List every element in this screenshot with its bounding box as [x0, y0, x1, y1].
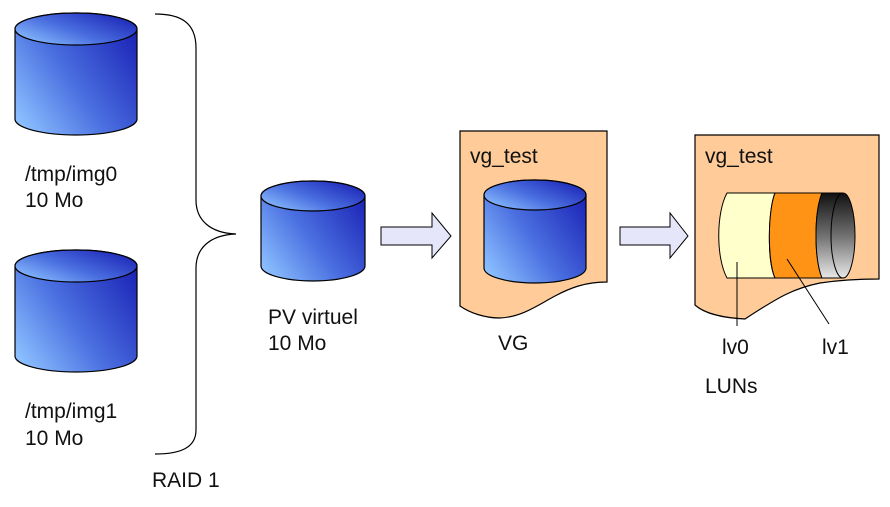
lv1-segment [768, 192, 823, 279]
disk-img1-size: 10 Mo [25, 427, 84, 450]
disk-img0-cylinder-icon [14, 12, 138, 136]
disk-img0-size: 10 Mo [25, 189, 84, 212]
raid-brace-icon [154, 13, 237, 455]
arrow-right-icon [619, 211, 689, 260]
pv-cylinder-icon [260, 180, 366, 282]
lv1-label: lv1 [822, 336, 849, 359]
disk-img0-path: /tmp/img0 [25, 163, 118, 186]
vg-caption: VG [498, 332, 529, 355]
lv0-segment [718, 192, 776, 279]
arrow-right-icon [380, 211, 452, 260]
lv-box-title: vg_test [705, 145, 773, 168]
pv-name: PV virtuel [268, 306, 358, 329]
vg-cylinder-icon [483, 179, 587, 284]
raid-label: RAID 1 [152, 469, 220, 492]
lv-cylinder-icon [718, 192, 856, 279]
lv0-label: lv0 [722, 336, 749, 359]
lv1-leader-line [786, 258, 830, 325]
luns-caption: LUNs [705, 375, 758, 398]
disk-img1-cylinder-icon [14, 249, 138, 373]
disk-img1-path: /tmp/img1 [25, 400, 118, 423]
pv-size: 10 Mo [268, 332, 327, 355]
vg-box-title: vg_test [470, 145, 538, 168]
